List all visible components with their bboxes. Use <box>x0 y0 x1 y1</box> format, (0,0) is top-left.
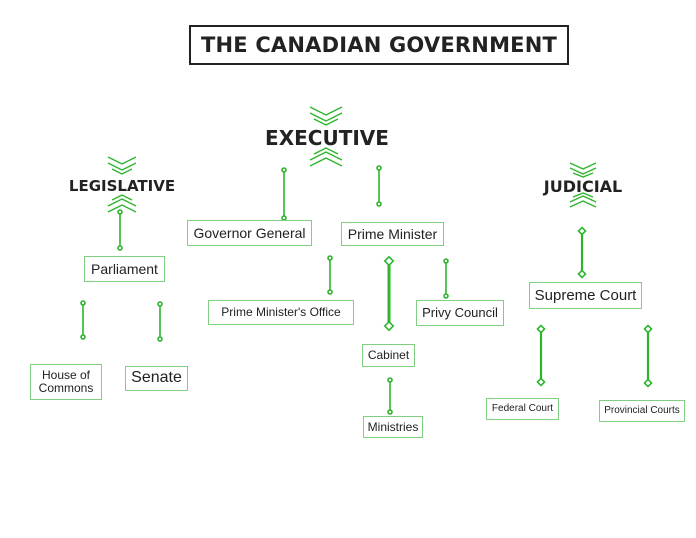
judicial-chevrons-top <box>569 162 597 178</box>
node-governor-general: Governor General <box>187 220 312 246</box>
legislative-chevrons-bottom <box>107 194 137 213</box>
executive-chevrons-top <box>309 106 343 126</box>
node-prime-minister: Prime Minister <box>341 222 444 246</box>
node-parliament: Parliament <box>84 256 165 282</box>
legislative-chevrons-top <box>107 156 137 175</box>
diagram-title: THE CANADIAN GOVERNMENT <box>189 25 569 65</box>
node-pm-office: Prime Minister's Office <box>208 300 354 325</box>
node-senate: Senate <box>125 366 188 391</box>
judicial-chevrons-bottom <box>569 192 597 208</box>
node-privy-council: Privy Council <box>416 300 504 326</box>
node-ministries: Ministries <box>363 416 423 438</box>
node-house-of-commons: House of Commons <box>30 364 102 400</box>
branch-judicial: JUDICIAL <box>543 177 623 196</box>
node-federal-court: Federal Court <box>486 398 559 420</box>
node-provincial-courts: Provincial Courts <box>599 400 685 422</box>
branch-executive: EXECUTIVE <box>265 126 389 150</box>
node-cabinet: Cabinet <box>362 344 415 367</box>
house-of-commons-label: House of Commons <box>38 368 94 395</box>
node-supreme-court: Supreme Court <box>529 282 642 309</box>
branch-legislative: LEGISLATIVE <box>68 177 176 195</box>
executive-chevrons-bottom <box>309 147 343 167</box>
